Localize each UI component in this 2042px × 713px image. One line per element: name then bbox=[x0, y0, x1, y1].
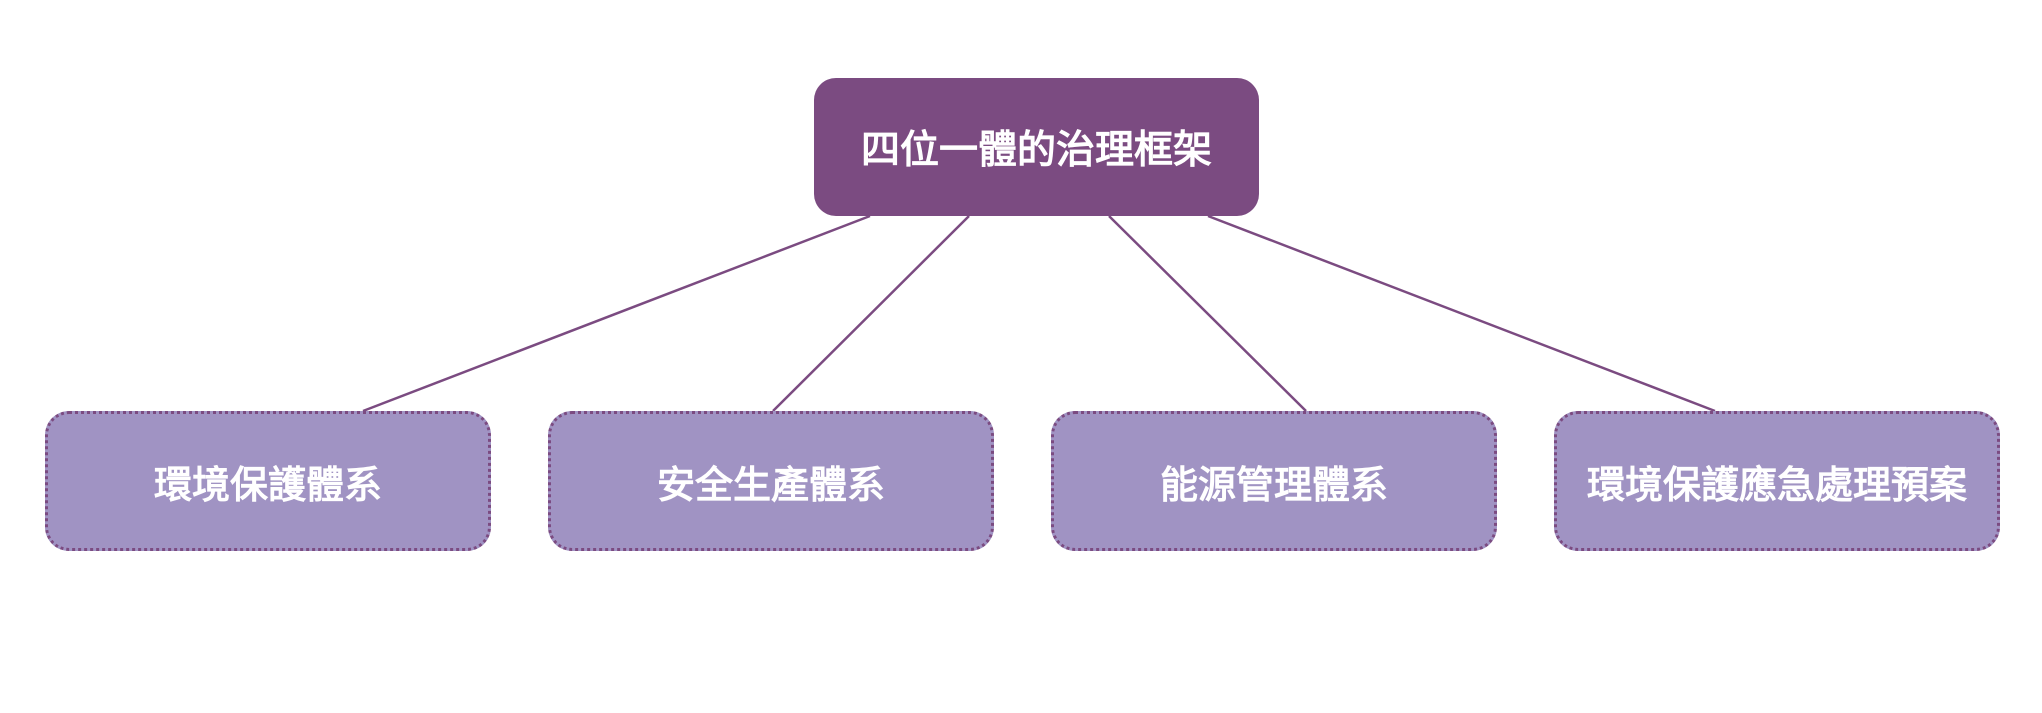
child-node-emergency-plan: 環境保護應急處理預案 bbox=[1554, 411, 2000, 551]
connector-root-to-child-2 bbox=[772, 215, 970, 412]
child-node-label: 能源管理體系 bbox=[1159, 462, 1388, 507]
child-node-label: 環境保護應急處理預案 bbox=[1586, 462, 1967, 507]
child-node-energy-management: 能源管理體系 bbox=[1051, 411, 1497, 551]
child-node-safety-production: 安全生產體系 bbox=[548, 411, 994, 551]
connector-root-to-child-1 bbox=[362, 214, 871, 413]
root-node: 四位一體的治理框架 bbox=[814, 78, 1259, 216]
root-node-label: 四位一體的治理框架 bbox=[860, 128, 1212, 173]
child-node-label: 環境保護體系 bbox=[153, 462, 382, 507]
child-node-environmental-protection: 環境保護體系 bbox=[45, 411, 491, 551]
connector-root-to-child-4 bbox=[1207, 214, 1716, 413]
connector-root-to-child-3 bbox=[1108, 215, 1307, 412]
child-node-label: 安全生產體系 bbox=[656, 462, 885, 507]
